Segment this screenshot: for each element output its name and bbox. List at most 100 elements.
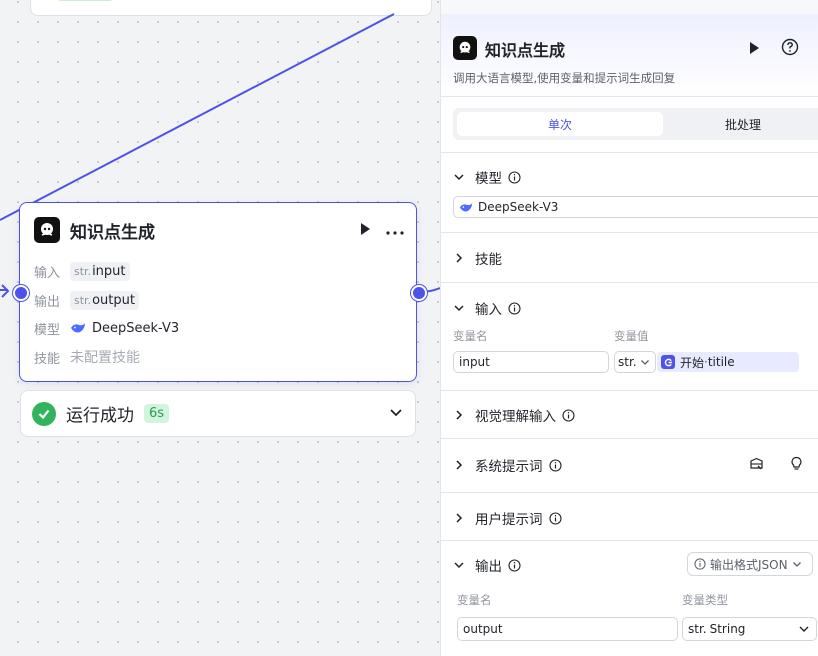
chevron-right-icon xyxy=(453,459,467,471)
output-col-name: 变量名 xyxy=(457,593,492,607)
library-icon[interactable] xyxy=(749,457,764,471)
info-icon[interactable] xyxy=(508,170,521,184)
deepseek-whale-icon xyxy=(459,202,473,213)
info-icon[interactable] xyxy=(548,458,562,472)
output-type-select[interactable]: str. String xyxy=(682,617,817,641)
input-name-field[interactable]: input xyxy=(453,351,609,373)
chevron-right-icon xyxy=(453,409,467,421)
model-select-value: DeepSeek-V3 xyxy=(478,200,559,214)
edge-arrow-icon xyxy=(1,284,10,298)
skills-section-header[interactable]: 技能 xyxy=(453,244,502,272)
reference-variable: titile xyxy=(707,355,735,369)
output-section-header[interactable]: 输出 xyxy=(453,551,521,579)
input-col-name: 变量名 xyxy=(453,329,488,343)
previous-node-stub[interactable] xyxy=(30,0,432,16)
input-reference-field[interactable]: 开始 · titile xyxy=(656,351,818,373)
skill-value: 未配置技能 xyxy=(70,350,140,366)
panel-header: 知识点生成 调用大语言模型,使用变量和提示词生成回复 xyxy=(441,14,818,97)
system-prompt-section: 系统提示词 xyxy=(441,438,818,493)
output-format-select[interactable]: 输出格式JSON xyxy=(687,552,813,576)
run-duration-badge: 6s xyxy=(144,404,170,423)
previous-node-status-strip xyxy=(55,0,115,1)
robot-avatar-icon xyxy=(34,217,60,243)
input-port[interactable] xyxy=(13,285,29,301)
input-col-value: 变量值 xyxy=(614,329,649,343)
chevron-down-icon xyxy=(640,357,650,367)
incoming-edge-top xyxy=(0,13,395,221)
workflow-canvas[interactable]: 知识点生成 输入 str.input 输出 str.output 模型 Deep… xyxy=(0,0,440,656)
vision-section-header[interactable]: 视觉理解输入 xyxy=(453,401,575,429)
system-prompt-label: 系统提示词 xyxy=(475,459,543,475)
node-config-panel: 知识点生成 调用大语言模型,使用变量和提示词生成回复 单次 批处理 模型 Dee… xyxy=(440,0,818,656)
system-prompt-header[interactable]: 系统提示词 xyxy=(453,451,562,479)
bulb-icon[interactable] xyxy=(790,456,803,471)
skill-label: 技能 xyxy=(34,351,61,367)
check-icon xyxy=(32,401,56,426)
input-value: input xyxy=(92,263,126,279)
play-icon[interactable] xyxy=(358,221,372,240)
node-input-row: 输入 str.input xyxy=(34,260,130,282)
output-name-field[interactable]: output xyxy=(457,617,678,641)
input-label: 输入 xyxy=(34,265,61,281)
output-section: 输出 变量名 变量类型 output str. String xyxy=(441,540,818,656)
node-model-row: 模型 DeepSeek-V3 xyxy=(34,317,179,339)
run-status-bar[interactable]: 运行成功 6s xyxy=(20,390,416,437)
tab-single[interactable]: 单次 xyxy=(457,112,663,136)
output-label: 输出 xyxy=(34,294,61,310)
info-icon[interactable] xyxy=(508,558,521,572)
chevron-right-icon xyxy=(453,512,467,524)
input-section: 输入 变量名 变量值 input str. 开始 · titile xyxy=(441,282,818,391)
user-prompt-label: 用户提示词 xyxy=(475,512,543,528)
output-type-prefix: str. xyxy=(688,622,707,636)
panel-title: 知识点生成 xyxy=(485,41,566,60)
input-type-select[interactable]: str. xyxy=(614,351,656,373)
chevron-down-icon xyxy=(792,559,802,569)
chevron-down-icon xyxy=(798,623,810,635)
info-icon[interactable] xyxy=(508,301,521,315)
node-skill-row: 技能 未配置技能 xyxy=(34,346,140,368)
chevron-down-icon xyxy=(453,559,467,571)
user-prompt-section: 用户提示词 xyxy=(441,492,818,541)
model-select[interactable]: DeepSeek-V3 xyxy=(453,196,818,218)
chevron-down-icon xyxy=(453,171,467,183)
help-icon[interactable] xyxy=(781,38,799,60)
output-port[interactable] xyxy=(411,285,427,301)
model-value: DeepSeek-V3 xyxy=(92,320,180,336)
model-section-header[interactable]: 模型 xyxy=(453,163,521,191)
skills-section: 技能 xyxy=(441,232,818,283)
play-icon[interactable] xyxy=(747,40,761,59)
output-col-type: 变量类型 xyxy=(682,593,728,607)
model-label: 模型 xyxy=(34,322,61,338)
info-icon[interactable] xyxy=(562,408,575,422)
output-type: str. xyxy=(74,293,92,307)
input-section-header[interactable]: 输入 xyxy=(453,294,521,322)
model-section: 模型 DeepSeek-V3 xyxy=(441,152,818,233)
reference-separator: · xyxy=(704,355,708,369)
chevron-down-icon[interactable] xyxy=(389,404,403,423)
input-name-value: input xyxy=(459,355,490,369)
info-icon xyxy=(694,558,706,570)
model-section-label: 模型 xyxy=(475,171,502,187)
output-name-value: output xyxy=(463,622,503,636)
reference-node-name: 开始 xyxy=(680,355,705,370)
user-prompt-header[interactable]: 用户提示词 xyxy=(453,504,562,532)
output-format-value: 输出格式JSON xyxy=(710,557,788,572)
vision-section-label: 视觉理解输入 xyxy=(475,409,556,425)
tab-batch[interactable]: 批处理 xyxy=(724,117,761,132)
more-icon[interactable] xyxy=(386,221,404,240)
chevron-down-icon xyxy=(453,302,467,314)
mode-tabs: 单次 批处理 xyxy=(453,108,818,140)
node-output-row: 输出 str.output xyxy=(34,289,139,311)
output-value: output xyxy=(92,292,135,308)
skills-section-label: 技能 xyxy=(475,252,502,268)
llm-node-card[interactable]: 知识点生成 输入 str.input 输出 str.output 模型 Deep… xyxy=(19,202,417,382)
deepseek-whale-icon xyxy=(70,322,86,334)
panel-top-strip xyxy=(441,0,818,15)
input-type: str. xyxy=(74,264,92,278)
info-icon[interactable] xyxy=(548,511,562,525)
reference-chip[interactable]: 开始 · titile xyxy=(657,352,799,372)
node-title: 知识点生成 xyxy=(70,222,155,243)
input-section-label: 输入 xyxy=(475,302,502,318)
chevron-right-icon xyxy=(453,252,467,264)
input-tag: str.input xyxy=(70,261,130,281)
